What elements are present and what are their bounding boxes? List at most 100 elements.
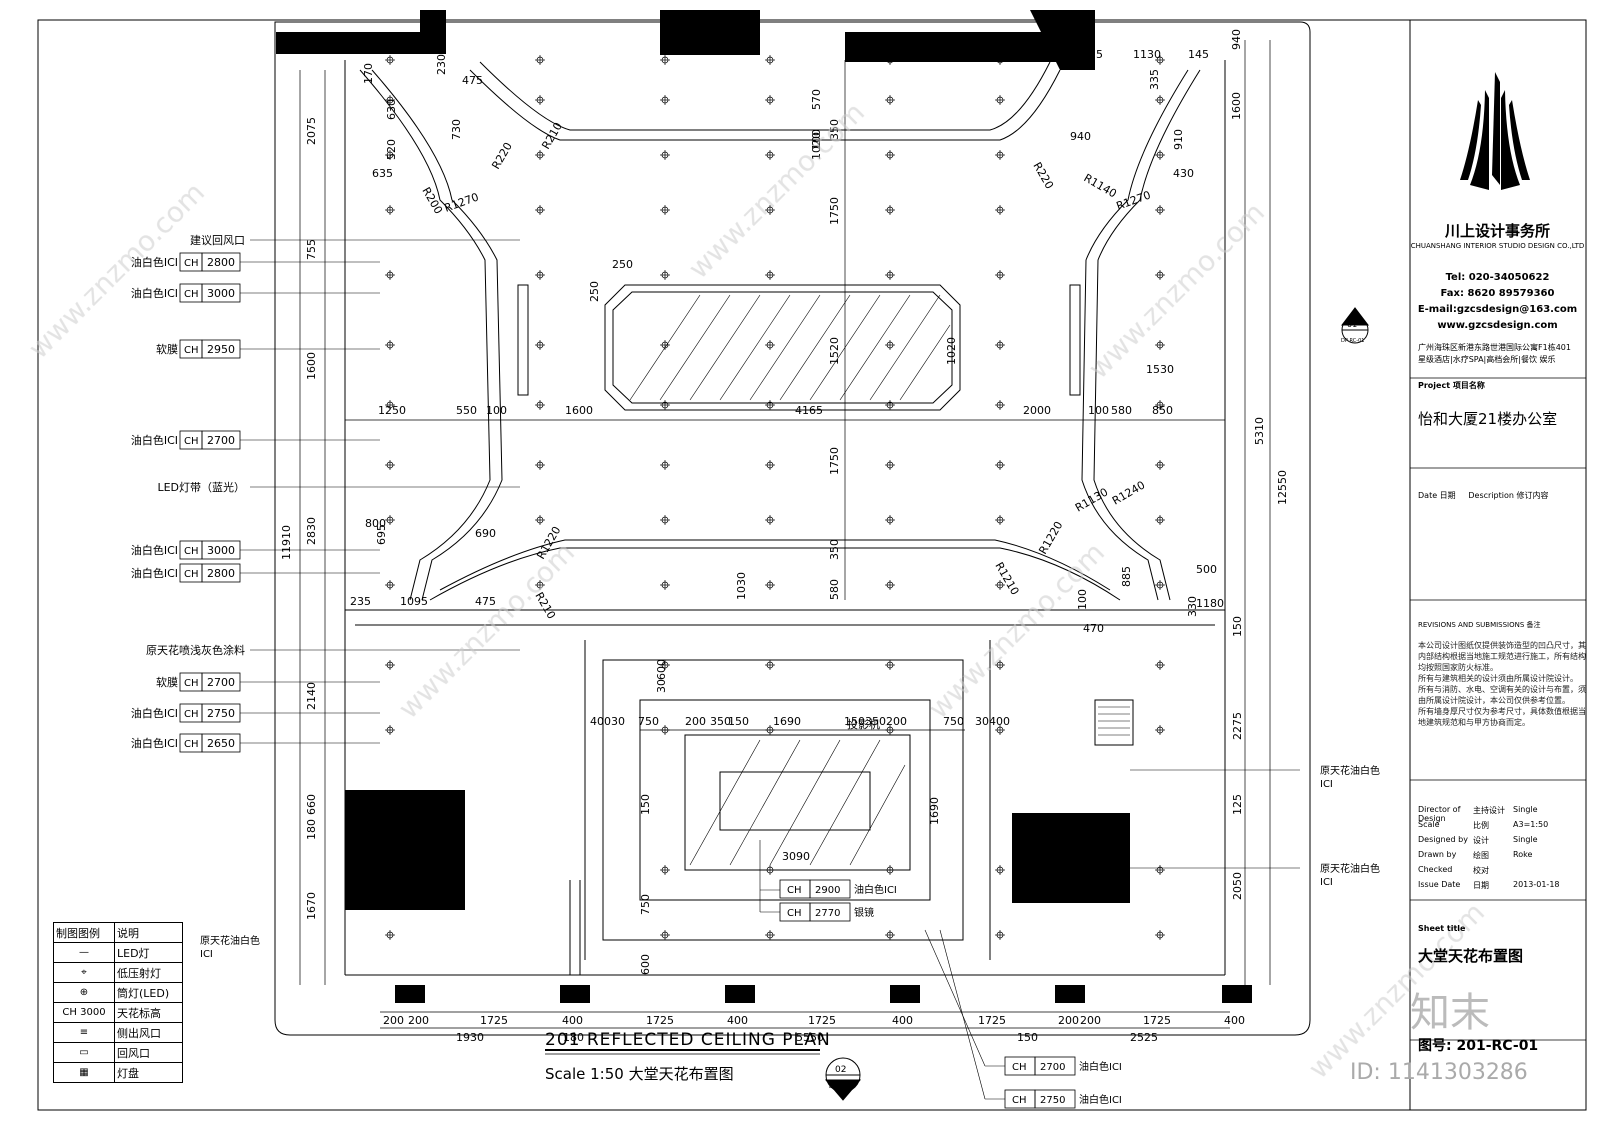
dimension-text: 150 — [1231, 616, 1244, 637]
ch-prefix: CH — [184, 546, 199, 557]
downlight-icon — [1155, 725, 1165, 735]
downlight-icon — [660, 270, 670, 280]
design-note: 所有与消防、水电、空调有关的设计与布置，须由所属设计院设计，本公司仅供参考位置。 — [1418, 685, 1586, 705]
downlight-icon — [765, 865, 775, 875]
section-marker-ref-01: DP-RC-01 — [1341, 338, 1364, 344]
dimension-text: 2140 — [305, 682, 318, 710]
ceiling-label: LED灯带（蓝光） — [157, 480, 245, 494]
dimension-text: 255 — [1082, 48, 1103, 61]
sheet-title-label: Sheet title — [1418, 924, 1466, 933]
legend-desc: 回风口 — [114, 1042, 183, 1063]
dimension-text: 1020 — [945, 337, 958, 365]
legend-downlight-icon: ⊕ — [53, 982, 115, 1003]
downlight-icon — [1155, 340, 1165, 350]
ceiling-label: 原天花喷浅灰色涂料 — [146, 643, 245, 657]
downlight-icon — [385, 270, 395, 280]
firm-logo-icon — [1460, 72, 1530, 190]
ch-value: 2770 — [815, 908, 840, 919]
legend-desc: 天花标高 — [114, 1002, 183, 1023]
downlight-icon — [1155, 150, 1165, 160]
ch-material: 油白色ICI — [1079, 1093, 1122, 1106]
downlight-icon — [765, 150, 775, 160]
dimension-text: 125 — [1231, 794, 1244, 815]
downlight-icon — [385, 460, 395, 470]
ch-value: 2800 — [207, 256, 235, 269]
dimension-text: 1180 — [1196, 597, 1224, 610]
firm-fax: Fax: 8620 89579360 — [1440, 288, 1555, 299]
dimension-text: 1520 — [828, 337, 841, 365]
downlight-icon — [1155, 515, 1165, 525]
downlight-icon — [995, 205, 1005, 215]
downlight-icon — [885, 865, 895, 875]
dimension-text: 230 — [435, 54, 448, 75]
legend-spotlight-icon: ⌖ — [53, 962, 115, 983]
dimension-text: 1250 — [378, 404, 406, 417]
downlight-icon — [765, 930, 775, 940]
downlight-icon — [535, 150, 545, 160]
firm-tel: Tel: 020-34050622 — [1445, 272, 1550, 283]
dimension-text: 1130 — [1133, 48, 1161, 61]
info-key: Designed by — [1418, 835, 1468, 844]
dimension-text: 1530 — [1146, 363, 1174, 376]
dimension-text: 200 — [1058, 1014, 1079, 1027]
dimension-text: 475 — [462, 74, 483, 87]
dimension-text: 2075 — [305, 117, 318, 145]
legend-header-desc: 说明 — [114, 922, 183, 943]
date-label: Date 日期 — [1418, 491, 1456, 500]
watermark-text: www.znzmo.com — [22, 176, 211, 365]
dimension-text: 1725 — [480, 1014, 508, 1027]
downlight-icon — [995, 400, 1005, 410]
ch-box — [201, 283, 241, 303]
downlight-icon — [885, 515, 895, 525]
info-cn: 主持设计 — [1473, 806, 1505, 815]
downlight-icon — [765, 270, 775, 280]
radius-label: R220 — [1030, 160, 1056, 191]
dimension-text: 350 — [828, 539, 841, 560]
downlight-icon — [1155, 460, 1165, 470]
dimension-text: 885 — [1120, 566, 1133, 587]
left-note: 原天花油白色ICI — [200, 936, 260, 960]
ch-material: 银镜 — [854, 906, 874, 919]
drawing-scale: Scale 1:50 大堂天花布置图 — [545, 1065, 734, 1083]
downlight-icon — [765, 55, 775, 65]
dimension-text: 1600 — [565, 404, 593, 417]
legend-desc: 灯盘 — [114, 1062, 183, 1083]
ch-box — [201, 540, 241, 560]
downlight-icon — [995, 270, 1005, 280]
id-watermark: ID: 1141303286 — [1350, 1060, 1528, 1085]
downlight-icon — [385, 150, 395, 160]
downlight-icon — [660, 95, 670, 105]
downlight-icon — [1155, 270, 1165, 280]
firm-email: E-mail:gzcsdesign@163.com — [1417, 304, 1578, 315]
downlight-icon — [885, 460, 895, 470]
ceiling-label: 软膜 — [156, 342, 178, 356]
downlight-icon — [660, 725, 670, 735]
dimension-text: 940 — [1070, 130, 1091, 143]
downlight-icon — [535, 460, 545, 470]
downlight-icon — [1155, 660, 1165, 670]
downlight-icon — [660, 460, 670, 470]
ch-prefix: CH — [184, 739, 199, 750]
ch-prefix: CH — [787, 908, 802, 919]
downlight-icon — [660, 205, 670, 215]
downlight-icon — [885, 55, 895, 65]
dimension-text: 3090 — [782, 850, 810, 863]
dimension-text: 730 — [450, 119, 463, 140]
sheet-title: 大堂天花布置图 — [1418, 947, 1524, 965]
ceiling-label: 油白色ICI — [131, 736, 178, 750]
downlight-icon — [385, 205, 395, 215]
dimension-text: 600 — [655, 659, 668, 680]
ceiling-label: 油白色ICI — [131, 566, 178, 580]
dimension-text: 635 — [372, 167, 393, 180]
ch-prefix: CH — [184, 569, 199, 580]
downlight-icon — [535, 270, 545, 280]
downlight-icon — [995, 150, 1005, 160]
downlight-icon — [885, 400, 895, 410]
downlight-icon — [765, 580, 775, 590]
watermark-text: www.znzmo.com — [392, 536, 581, 725]
radius-label: R1240 — [1110, 479, 1147, 508]
design-note: 所有与建筑相关的设计须由所属设计院设计。 — [1418, 674, 1578, 683]
downlight-icon — [995, 460, 1005, 470]
downlight-icon — [535, 205, 545, 215]
downlight-icon — [660, 865, 670, 875]
